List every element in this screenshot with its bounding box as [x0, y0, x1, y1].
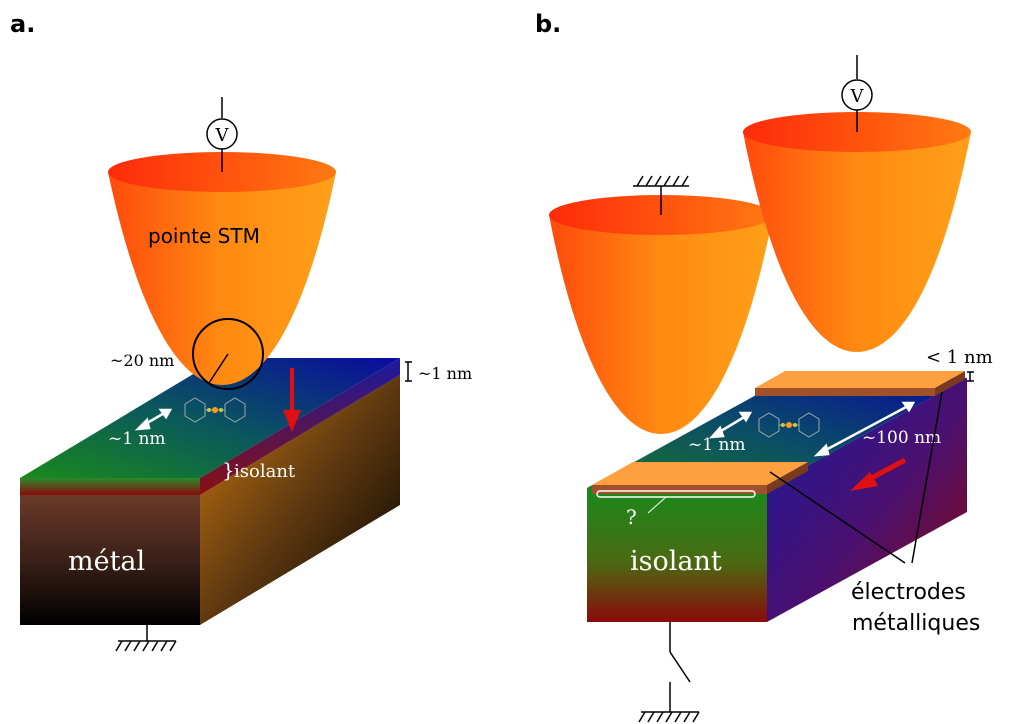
electrode-back — [755, 371, 965, 396]
ground-symbol — [115, 625, 177, 652]
molecule-length-arrow — [134, 408, 173, 431]
molecule-length-label: ~1 nm — [108, 429, 166, 449]
electrodes-label-line1: électrodes — [851, 580, 966, 605]
molecule-b — [758, 412, 820, 438]
tip-radius-label: ~20 nm — [110, 351, 174, 370]
voltmeter-label: V — [215, 125, 230, 146]
electrode-leaders — [769, 391, 943, 564]
molecule-length-arrow-b — [708, 411, 753, 439]
interface-marker — [596, 490, 756, 514]
molecule-length-label-b: ~1 nm — [688, 435, 746, 455]
stm-tip — [108, 152, 336, 385]
metal-label: métal — [68, 546, 145, 577]
panel-b-label: b. — [535, 10, 561, 38]
ground-symbol-tip — [633, 175, 689, 215]
switch-ground — [638, 622, 700, 723]
tip-label: pointe STM — [148, 224, 260, 248]
current-arrow-b — [850, 457, 907, 491]
insulator-label-b: isolant — [630, 546, 722, 577]
thickness-bracket — [405, 361, 412, 382]
molecule — [184, 397, 246, 423]
gap-bracket — [967, 371, 974, 382]
voltmeter-b — [841, 55, 873, 132]
insulator-label: isolant — [234, 461, 296, 482]
gap-label: < 1 nm — [926, 347, 993, 368]
metal-block — [20, 358, 400, 625]
stm-tip-right — [743, 112, 971, 352]
electrode-spacing-arrow — [813, 401, 916, 457]
tip-radius-circle — [192, 318, 264, 390]
question-mark: ? — [626, 505, 637, 529]
electrode-spacing-label: ~100 nm — [862, 428, 941, 448]
insulator-block — [587, 378, 967, 622]
panel-a-label: a. — [10, 10, 35, 38]
voltmeter-label-b: V — [850, 86, 865, 107]
electrode-front — [592, 462, 808, 494]
voltmeter — [206, 97, 238, 172]
current-arrow — [283, 368, 301, 432]
stm-tip-left — [549, 195, 773, 434]
electrodes-label-line2: métalliques — [852, 611, 980, 636]
thickness-label: ~1 nm — [418, 364, 472, 383]
insulator-brace: } — [222, 458, 235, 482]
